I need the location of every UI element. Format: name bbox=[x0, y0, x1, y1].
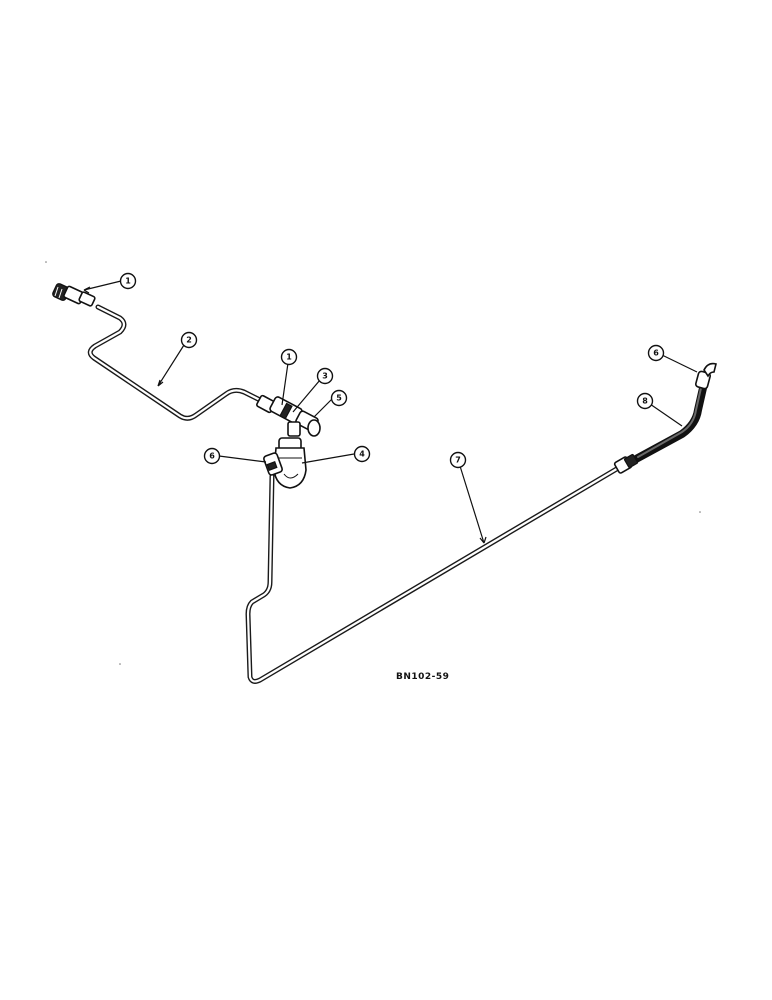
callout-6b: 6 bbox=[647, 344, 665, 362]
elbow-fitting-right bbox=[695, 362, 717, 390]
svg-text:3: 3 bbox=[322, 372, 328, 381]
callout-7: 7 bbox=[449, 451, 467, 469]
svg-text:6: 6 bbox=[209, 452, 215, 461]
svg-text:6: 6 bbox=[653, 349, 659, 358]
hose-coupling bbox=[613, 453, 639, 474]
scan-speck bbox=[699, 511, 701, 513]
fuel-pipe-2 bbox=[87, 304, 265, 421]
callout-8: 8 bbox=[636, 392, 654, 410]
fuel-pipe-7 bbox=[245, 464, 623, 684]
leader-lines bbox=[83, 280, 698, 544]
callout-3: 3 bbox=[316, 367, 334, 385]
callout-6a: 6 bbox=[203, 447, 221, 465]
fuel-hose-8 bbox=[632, 384, 707, 463]
connector-1-left bbox=[52, 283, 96, 307]
svg-text:8: 8 bbox=[642, 397, 648, 406]
callout-1b: 1 bbox=[280, 348, 298, 366]
elbow-fitting-left bbox=[263, 452, 283, 476]
svg-text:7: 7 bbox=[455, 456, 461, 465]
figure-code: BN102-59 bbox=[396, 672, 449, 682]
callout-5: 5 bbox=[330, 389, 348, 407]
svg-text:1: 1 bbox=[286, 353, 292, 362]
tee-fitting-assembly bbox=[256, 394, 321, 437]
callout-1a: 1 bbox=[119, 272, 137, 290]
svg-text:4: 4 bbox=[359, 450, 365, 459]
scan-speck bbox=[119, 663, 121, 665]
scan-speck bbox=[45, 261, 47, 263]
svg-text:1: 1 bbox=[125, 277, 131, 286]
sediment-bowl bbox=[273, 437, 307, 489]
callout-2: 2 bbox=[180, 331, 198, 349]
callout-4: 4 bbox=[353, 445, 371, 463]
svg-text:5: 5 bbox=[336, 394, 342, 403]
svg-text:2: 2 bbox=[186, 336, 192, 345]
